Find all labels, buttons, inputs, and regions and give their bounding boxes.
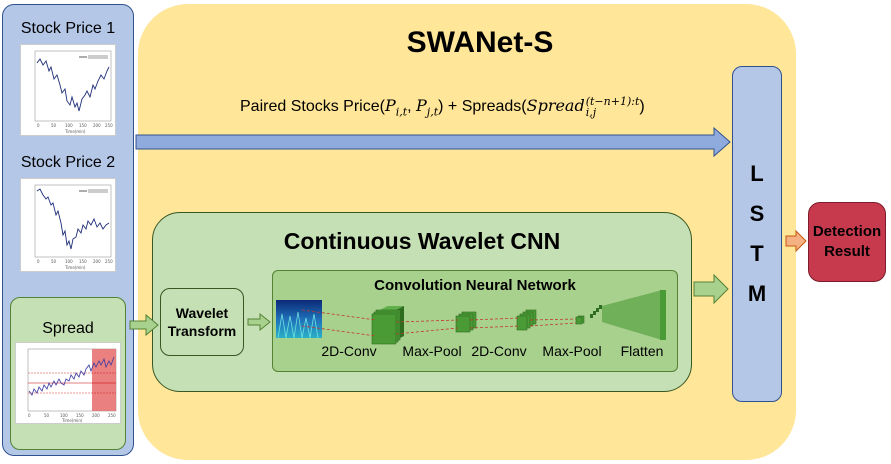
- svg-text:0: 0: [37, 259, 40, 264]
- spread-superscript: (t−n+1):t: [585, 95, 640, 108]
- stock-price-2-label: Stock Price 2: [20, 154, 116, 171]
- svg-text:Time(min): Time(min): [64, 265, 86, 270]
- svg-text:100: 100: [65, 123, 73, 128]
- layer-label-2d-conv-1: 2D-Conv: [321, 343, 377, 359]
- layer-label-max-pool-1: Max-Pool: [402, 343, 462, 359]
- cnn-title: Convolution Neural Network: [374, 277, 576, 294]
- layer-label-2d-conv-2: 2D-Conv: [471, 343, 527, 359]
- cwcnn-title: Continuous Wavelet CNN: [283, 228, 561, 254]
- spread-label: Spread: [42, 320, 94, 337]
- svg-text:150: 150: [79, 259, 87, 264]
- price-i-subscript: i,t: [395, 105, 408, 119]
- svg-text:100: 100: [65, 259, 73, 264]
- svg-text:250: 250: [108, 413, 116, 418]
- price-i-symbol: P: [384, 96, 396, 116]
- svg-text:50: 50: [51, 123, 57, 128]
- lstm-letter-t: T: [750, 241, 764, 266]
- svg-text:250: 250: [105, 123, 113, 128]
- svg-text:Time(min): Time(min): [64, 129, 86, 134]
- svg-text:200: 200: [93, 259, 101, 264]
- svg-text:150: 150: [79, 123, 87, 128]
- layer-label-max-pool-2: Max-Pool: [542, 343, 602, 359]
- svg-text:50: 50: [44, 413, 50, 418]
- input-text-close: ): [639, 98, 645, 116]
- lstm-block: L S T M: [732, 66, 782, 402]
- svg-text:50: 50: [51, 259, 57, 264]
- swanet-s-title: SWANet-S: [406, 26, 554, 59]
- layer-label-flatten: Flatten: [620, 343, 664, 359]
- svg-text:200: 200: [92, 413, 100, 418]
- stock-price-2-chart: 0 50 100 150 200 250 Time(min): [20, 178, 116, 272]
- input-text-prefix: Paired Stocks Price(: [240, 98, 385, 116]
- stock-price-1-label: Stock Price 1: [20, 20, 116, 37]
- stock-price-1-chart: 0 50 100 150 200 250 Time(min): [20, 44, 116, 136]
- svg-text:150: 150: [76, 413, 84, 418]
- svg-text:Time(min): Time(min): [61, 418, 83, 423]
- detection-result-box: Detection Result: [808, 202, 886, 282]
- price-j-subscript: j,t: [426, 105, 439, 119]
- lstm-letter-s: S: [749, 201, 765, 226]
- spread-chart: 0 50 100 150 200 250 Time(min): [15, 342, 121, 424]
- svg-text:0: 0: [37, 123, 40, 128]
- spread-symbol: Spread: [526, 96, 585, 116]
- svg-text:250: 250: [105, 259, 113, 264]
- svg-text:100: 100: [60, 413, 68, 418]
- price-j-symbol: P: [416, 96, 427, 116]
- svg-text:200: 200: [93, 123, 101, 128]
- spread-subscript: i,j: [585, 106, 597, 119]
- input-text-mid: ) + Spreads(: [438, 98, 527, 116]
- input-description: Paired Stocks Price(Pi,t, Pj,t) + Spread…: [240, 95, 645, 119]
- svg-text:0: 0: [28, 413, 31, 418]
- lstm-letter-l: L: [750, 161, 764, 186]
- cnn-architecture: [276, 290, 666, 345]
- wavelet-transform-box: Wavelet Transform: [160, 288, 244, 356]
- lstm-letter-m: M: [747, 281, 767, 306]
